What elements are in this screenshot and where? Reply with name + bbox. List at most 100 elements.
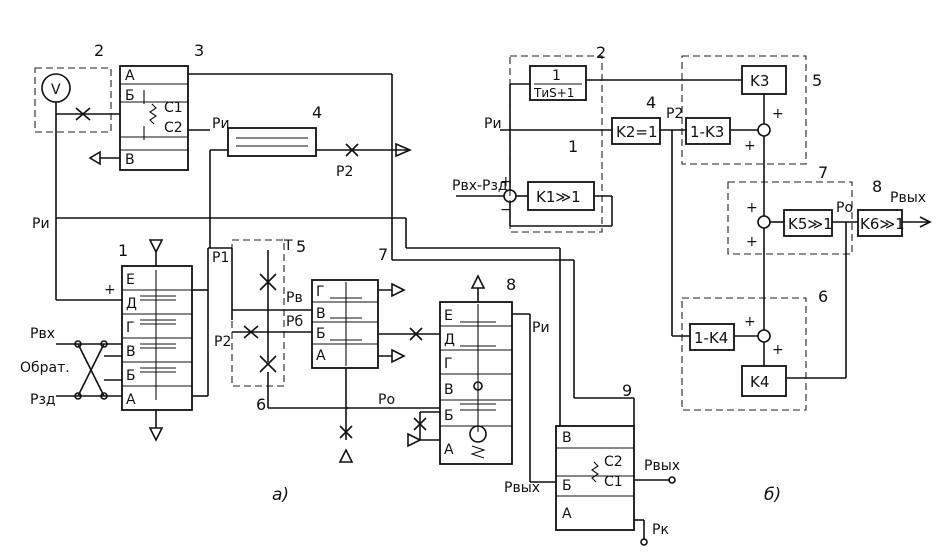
gauge-dashed-frame — [34, 67, 112, 133]
label-number-8a: 8 — [506, 275, 516, 294]
throttle-5 — [259, 273, 277, 291]
block-transfer-fn — [529, 65, 587, 101]
tf-numerator: 1 — [552, 68, 561, 84]
k3-label: K3 — [750, 72, 769, 90]
label-number-5a: 5 — [296, 237, 306, 256]
label-p1: P1 — [212, 250, 229, 266]
supply-elem1-top — [148, 239, 164, 266]
block-1-k3 — [685, 117, 731, 145]
label-pvyx-mid: Pвых — [504, 480, 540, 496]
k2-label: K2=1 — [616, 123, 658, 141]
elem7-b: Б — [316, 326, 326, 342]
label-pvyx-right: Pвых — [644, 458, 680, 474]
elem8-b: Б — [444, 408, 454, 424]
elem1-b: Б — [126, 368, 136, 384]
label-pzd: Pзд — [30, 392, 56, 408]
caption-b: б) — [764, 485, 781, 505]
frame-6 — [681, 297, 807, 411]
label-pv: Pв — [286, 290, 303, 306]
label-po: Pо — [378, 392, 395, 408]
elem1-e: Е — [126, 272, 135, 288]
exhaust-7b — [378, 348, 406, 364]
tf-denominator: TиS+1 — [533, 86, 574, 100]
supply-8 — [470, 274, 486, 302]
caption-a: а) — [272, 485, 289, 505]
block-5-6-frame — [231, 239, 285, 387]
minus-b1: − — [500, 202, 512, 218]
label-number-9: 9 — [622, 381, 632, 400]
label-pb: Pб — [286, 314, 303, 330]
elem9-v: В — [562, 430, 572, 446]
label-b-7: 7 — [818, 163, 828, 182]
element-9 — [555, 425, 635, 531]
label-p2-top: P2 — [336, 164, 353, 180]
frame-1-2 — [509, 55, 603, 233]
label-number-6a: 6 — [256, 395, 266, 414]
throttle-gauge — [75, 107, 91, 121]
relay3-b: Б — [125, 88, 135, 104]
plus-b5a: + — [772, 106, 784, 122]
relay3-a: А — [125, 68, 135, 84]
label-p2-left: P2 — [214, 334, 231, 350]
plus-b7b: + — [746, 234, 758, 250]
relay3-c2: С2 — [164, 120, 183, 136]
exhaust-8 — [407, 432, 440, 448]
label-b-p2: P2 — [666, 106, 683, 122]
relay3-spring — [149, 103, 157, 125]
label-b-8: 8 — [872, 177, 882, 196]
block-k5 — [783, 209, 833, 237]
label-b-pout: Pвых — [890, 190, 926, 206]
elem9-a: А — [562, 506, 572, 522]
elem8-d: Д — [444, 332, 455, 348]
label-b-6: 6 — [818, 287, 828, 306]
elem1-g: Г — [126, 320, 135, 336]
throttle-7-8 — [409, 327, 423, 341]
exhaust-relay3 — [88, 150, 120, 166]
one-minus-k3-label: 1-K3 — [690, 123, 724, 141]
one-minus-k4-label: 1-K4 — [694, 329, 728, 347]
k1-label: K1≫1 — [536, 188, 581, 206]
k4-label: K4 — [750, 373, 769, 391]
relay3-v: В — [125, 152, 135, 168]
plus-b5b: + — [744, 138, 756, 154]
elem9-b: Б — [562, 478, 572, 494]
throttle-6b — [259, 355, 277, 373]
elem7-a: А — [316, 348, 326, 364]
ball-valve-8 — [469, 425, 487, 443]
label-number-7a: 7 — [378, 245, 388, 264]
frame-7 — [727, 181, 853, 255]
label-number-4: 4 — [312, 103, 322, 122]
label-obrat: Обрат. — [20, 360, 70, 376]
block-1-k4 — [689, 323, 735, 351]
element-7 — [311, 279, 379, 369]
elem8-a: А — [444, 442, 454, 458]
plus-b6b: + — [772, 342, 784, 358]
label-number-3: 3 — [194, 41, 204, 60]
supply-elem1-bottom — [148, 410, 164, 442]
output-arrow — [919, 216, 932, 228]
plus-b1: + — [500, 174, 512, 190]
throttle-4 — [227, 127, 317, 157]
elem7-v: В — [316, 306, 326, 322]
throttle-exhaust-4 — [345, 142, 413, 158]
label-pvx: Pвх — [30, 326, 55, 342]
label-number-2a: 2 — [94, 41, 104, 60]
throttle-8 — [413, 417, 427, 431]
elem8-g: Г — [444, 356, 453, 372]
label-b-2: 2 — [596, 43, 606, 62]
label-b-pin: Pвх-Pзд — [452, 178, 508, 194]
sum-b6 — [757, 329, 771, 343]
block-k3 — [741, 65, 787, 95]
k5-label: K5≫1 — [788, 215, 833, 233]
elem9-c2: С2 — [604, 454, 623, 470]
label-b-po: Pо — [836, 200, 853, 216]
k6-label: K6≫1 — [860, 215, 905, 233]
sum-b5 — [757, 123, 771, 137]
label-pi-mid: Pи — [212, 116, 230, 132]
frame-5 — [681, 55, 807, 165]
label-number-1: 1 — [118, 241, 128, 260]
gauge-label: V — [51, 82, 61, 98]
label-pk: Pк — [652, 522, 669, 538]
